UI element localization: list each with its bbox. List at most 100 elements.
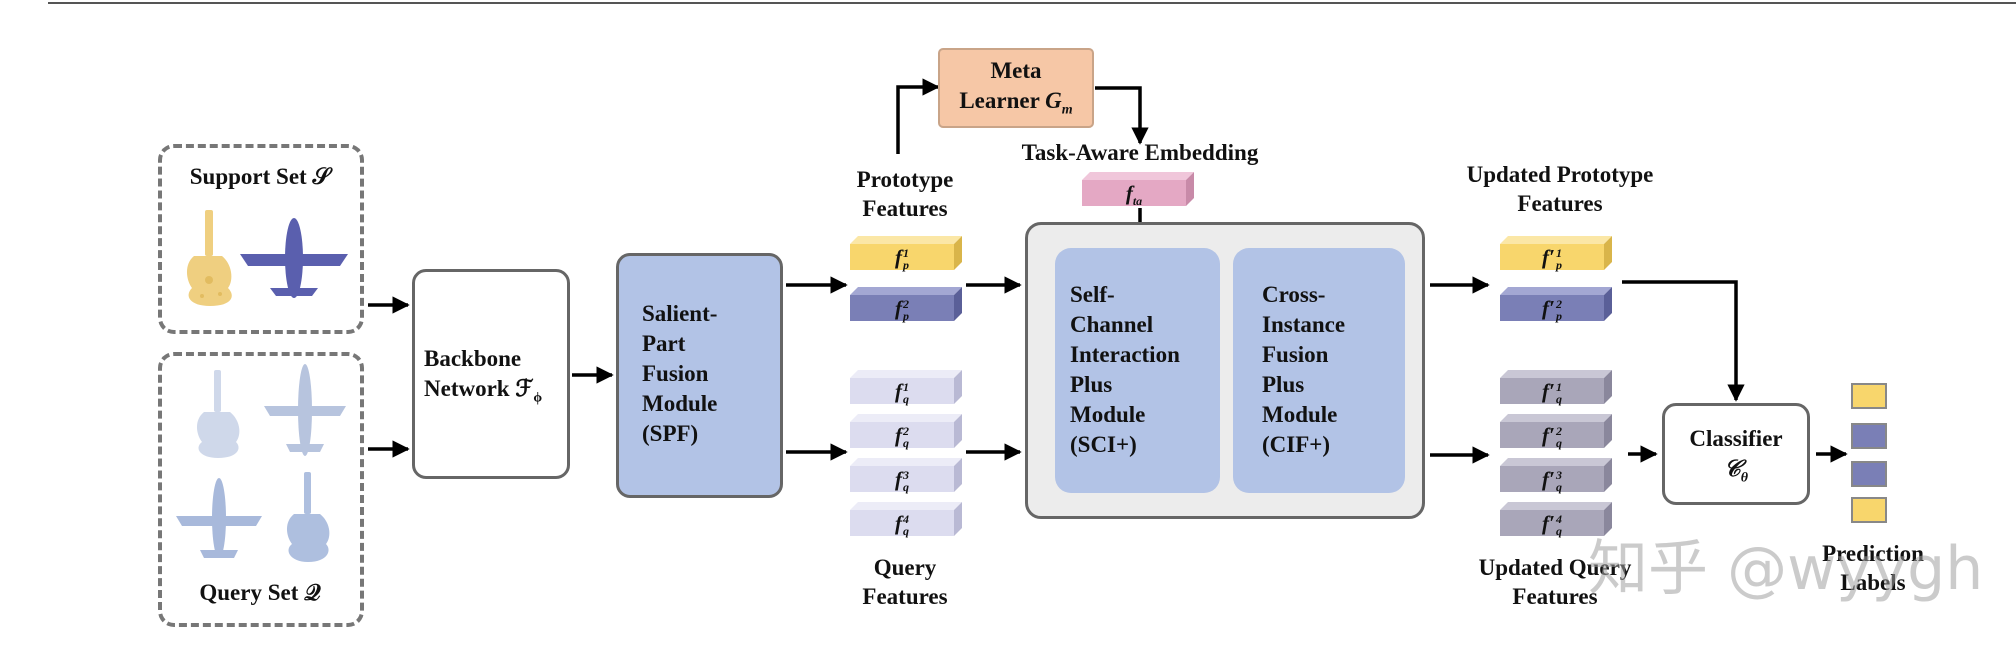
top-rule	[48, 2, 2016, 4]
cif-line: Instance	[1262, 312, 1346, 337]
feature-sup: 4	[903, 512, 909, 527]
updated-query-label: Updated Query Features	[1455, 553, 1655, 611]
airplane-query-icon-2	[176, 478, 262, 558]
feature-sub: p	[1555, 309, 1562, 324]
cif-line: Fusion	[1262, 342, 1329, 367]
updated-query-line2: Features	[1512, 584, 1598, 609]
feature-sup: 3	[903, 468, 909, 483]
feature-sup: 2	[903, 297, 909, 312]
feature-sup: 1	[903, 246, 909, 261]
feature-symbol: f′	[1542, 423, 1555, 447]
cif-line: Cross-	[1262, 282, 1326, 307]
spf-line: Fusion	[642, 361, 709, 386]
query-features-label: Query Features	[840, 553, 970, 611]
backbone-line2: Network ℱϕ	[424, 374, 574, 414]
feature-sup: 2	[1555, 297, 1562, 312]
feature-sub: q	[903, 436, 909, 451]
task-aware-feature-block: fta	[1082, 172, 1194, 212]
spf-line: Module	[642, 391, 718, 416]
classifier-label: Classifier 𝒞θ	[1662, 424, 1810, 494]
prototype-line2: Features	[862, 196, 948, 221]
spf-module-label: Salient- Part Fusion Module (SPF)	[642, 299, 772, 449]
task-aware-label: Task-Aware Embedding	[1021, 140, 1259, 165]
spf-line: Salient-	[642, 301, 718, 326]
cif-line: (CIF+)	[1262, 432, 1331, 457]
airplane-point-cloud-icon	[240, 218, 348, 298]
arrow-meta-to-task	[1095, 86, 1149, 145]
meta-sub: m	[1061, 102, 1073, 118]
feature-symbol: f	[895, 379, 902, 403]
spf-line: Part	[642, 331, 686, 356]
airplane-query-icon	[264, 364, 346, 456]
support-set-label: Support Set 𝒮	[189, 164, 331, 189]
guitar-query-icon-2	[287, 472, 330, 562]
task-aware-feature-label: fta	[1082, 176, 1186, 210]
query-line1: Query	[873, 555, 937, 580]
cif-line: Module	[1262, 402, 1338, 427]
feature-symbol: f′	[1542, 379, 1555, 403]
feature-sup: 1	[903, 380, 909, 395]
meta-sym: G	[1045, 88, 1062, 113]
feature-sub: q	[903, 524, 909, 539]
meta-line2: Learner Gm	[938, 86, 1094, 126]
feature-sup: 3	[1555, 468, 1562, 483]
feature-sup: 1	[1555, 246, 1562, 261]
meta-learner-box	[938, 48, 1094, 128]
backbone-sub: ϕ	[533, 390, 543, 406]
feature-symbol: f′	[1542, 511, 1555, 535]
backbone-network-label: Backbone Network ℱϕ	[424, 344, 574, 414]
feature-symbol: f′	[1542, 467, 1555, 491]
updated-prototype-line1: Updated Prototype	[1466, 162, 1654, 187]
feature-sup: 1	[1555, 380, 1562, 395]
classifier-box	[1662, 403, 1810, 505]
meta-learner-label: Meta Learner Gm	[938, 56, 1094, 126]
classifier-line1: Classifier	[1689, 426, 1783, 451]
sci-line: Plus	[1070, 372, 1113, 397]
feature-symbol: f	[895, 423, 902, 447]
feature-symbol: f	[895, 467, 902, 491]
feature-symbol: f′	[1542, 245, 1555, 269]
updated-prototype-line2: Features	[1517, 191, 1603, 216]
feature-sub: q	[1555, 480, 1562, 495]
meta-line1: Meta	[990, 58, 1042, 83]
cif-module-box	[1233, 248, 1405, 493]
query-set-label: Query Set 𝒬	[199, 580, 321, 605]
feature-sup: 2	[1555, 424, 1562, 439]
backbone-line1: Backbone	[424, 346, 522, 371]
arrow-updated-prototype-to-classifier	[1622, 280, 1745, 402]
prediction-label-purple-2	[1851, 461, 1887, 487]
guitar-query-icon	[197, 370, 240, 458]
feature-sub: q	[1555, 392, 1562, 407]
backbone-network-box	[412, 269, 570, 479]
classifier-sym: 𝒞	[1723, 456, 1741, 481]
sci-line: Module	[1070, 402, 1146, 427]
sci-module-box	[1055, 248, 1220, 493]
feature-sub: q	[903, 480, 909, 495]
classifier-line2: 𝒞θ	[1662, 454, 1810, 494]
feature-symbol: f	[895, 296, 902, 320]
prediction-label-yellow-2	[1851, 497, 1887, 523]
feature-sub: q	[903, 392, 909, 407]
prototype-line1: Prototype	[856, 167, 954, 192]
classifier-sub: θ	[1740, 470, 1749, 486]
task-aware-f: f	[1125, 181, 1133, 205]
sci-line: Interaction	[1070, 342, 1180, 367]
backbone-line2-text: Network ℱ	[424, 376, 534, 401]
prototype-features-label: Prototype Features	[830, 165, 980, 223]
